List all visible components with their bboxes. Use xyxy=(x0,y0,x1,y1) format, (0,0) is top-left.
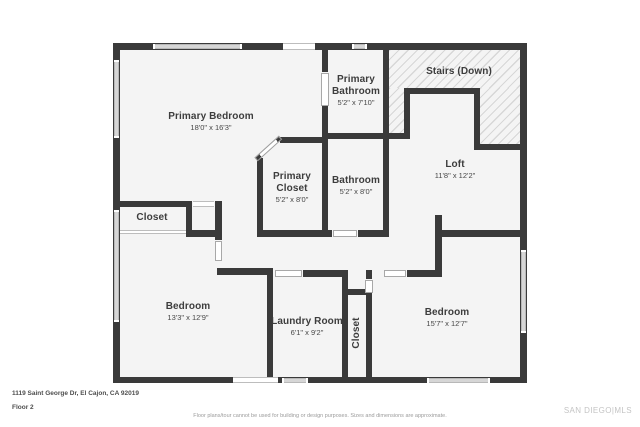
wall-outer-right xyxy=(520,43,527,383)
floor-number: Floor 2 xyxy=(12,404,34,411)
wall-primary-bathroom-west-lower xyxy=(322,106,328,237)
window-left-bedroom xyxy=(114,210,119,322)
room-name: Loft xyxy=(445,159,465,171)
closet-left-front-opening xyxy=(120,230,186,234)
room-label-primary-bedroom: Primary Bedroom 18'0" x 16'3" xyxy=(168,111,253,133)
room-label-closet-hall: Closet xyxy=(351,317,363,348)
bedroom-right-door-icon xyxy=(384,270,406,277)
room-dims: 11'8" x 12'2" xyxy=(434,171,476,181)
disclaimer-text: Floor plans/tour cannot be used for buil… xyxy=(193,413,447,419)
room-label-primary-bathroom: Primary Bathroom 5'2" x 7'10" xyxy=(327,74,385,108)
window-right-bedroom xyxy=(521,250,526,333)
window-top-primary-bathroom xyxy=(352,44,367,49)
wall-cell-east xyxy=(215,201,222,240)
bedroom-left-door-icon xyxy=(215,241,222,261)
room-label-bathroom: Bathroom 5'2" x 8'0" xyxy=(332,175,380,197)
wall-laundry-west xyxy=(267,270,273,383)
room-name: Closet xyxy=(136,212,168,223)
wall-closet-hall-east-stub xyxy=(366,270,372,279)
room-name: Bedroom xyxy=(424,307,470,319)
wall-stairs-inner-left xyxy=(404,88,410,139)
wall-stairs-inner-vertical xyxy=(474,88,480,150)
window-left-primary-bedroom xyxy=(114,60,119,138)
room-name: Stairs (Down) xyxy=(426,66,492,77)
primary-bathroom-door-icon xyxy=(321,73,329,106)
room-dims: 5'2" x 8'0" xyxy=(339,187,373,197)
wall-primary-bathroom-west-upper xyxy=(322,50,328,72)
wall-outer-bottom xyxy=(113,377,527,383)
room-dims: 6'1" x 9'2" xyxy=(290,328,324,338)
room-label-stairs: Stairs (Down) xyxy=(426,66,492,78)
room-name: Primary Closet xyxy=(273,171,311,195)
wall-hall-south-right xyxy=(407,270,442,277)
room-name: Bedroom xyxy=(165,301,211,313)
room-label-loft: Loft 11'8" x 12'2" xyxy=(435,159,476,181)
wall-cell-south xyxy=(186,230,222,237)
room-label-primary-closet: Primary Closet 5'2" x 8'0" xyxy=(267,171,317,205)
wall-laundry-east xyxy=(342,270,348,383)
room-label-bedroom-right: Bedroom 15'7" x 12'7" xyxy=(425,307,470,329)
wall-stairs-inner-bottom xyxy=(474,144,527,150)
wall-outer-top xyxy=(113,43,527,50)
property-address: 1119 Saint George Dr, El Cajon, CA 92019 xyxy=(12,390,139,397)
bathroom-door-icon xyxy=(333,230,357,237)
wall-bedroom-left-north xyxy=(217,268,273,275)
room-name: Primary Bathroom xyxy=(331,74,381,98)
cell-opening-icon xyxy=(193,201,214,207)
room-label-closet-left: Closet xyxy=(136,212,167,224)
room-dims: 18'0" x 16'3" xyxy=(190,123,232,133)
wall-primary-closet-west xyxy=(257,158,263,237)
room-dims: 5'2" x 7'10" xyxy=(337,98,375,108)
room-label-bedroom-left: Bedroom 13'3" x 12'9" xyxy=(166,301,211,323)
wall-bedroom-right-west xyxy=(435,215,442,277)
room-name: Laundry Room xyxy=(271,316,343,328)
stairs-hatch-left xyxy=(389,88,404,133)
wall-loft-bedroom-divider xyxy=(437,230,527,237)
top-wall-opening xyxy=(283,43,315,50)
wall-hall-north-right xyxy=(358,230,389,237)
room-name: Bathroom xyxy=(331,175,381,187)
closet-hall-door-icon xyxy=(365,280,373,293)
wall-stairs-loft-west xyxy=(383,50,389,237)
room-name: Closet xyxy=(351,317,362,349)
wall-hall-north-left xyxy=(257,230,332,237)
wall-closet-hall-north xyxy=(342,289,372,295)
laundry-door-icon xyxy=(275,270,302,277)
room-dims: 15'7" x 12'7" xyxy=(426,319,468,329)
wall-closet-hall-east xyxy=(366,294,372,383)
stairs-hatch-top xyxy=(389,50,520,94)
window-top-primary-bedroom xyxy=(153,44,242,49)
window-bottom-bedroom-right xyxy=(427,378,490,383)
wall-laundry-north xyxy=(303,270,348,277)
wall-primary-bathroom-south xyxy=(322,133,410,139)
room-dims: 5'2" x 8'0" xyxy=(275,195,309,205)
mls-logo: SAN DIEGO|MLS xyxy=(563,406,632,415)
floor-area xyxy=(116,46,524,380)
wall-stairs-inner-top xyxy=(404,88,480,94)
bottom-wall-opening xyxy=(233,377,278,383)
room-label-laundry: Laundry Room 6'1" x 9'2" xyxy=(271,316,343,338)
room-name: Primary Bedroom xyxy=(168,111,254,123)
wall-primary-closet-north xyxy=(280,137,328,143)
wall-closet-left-north xyxy=(113,201,192,207)
wall-closet-left-east xyxy=(186,201,192,237)
window-bottom-laundry xyxy=(282,378,308,383)
stairs-hatch-right xyxy=(480,88,520,144)
room-dims: 13'3" x 12'9" xyxy=(167,313,209,323)
